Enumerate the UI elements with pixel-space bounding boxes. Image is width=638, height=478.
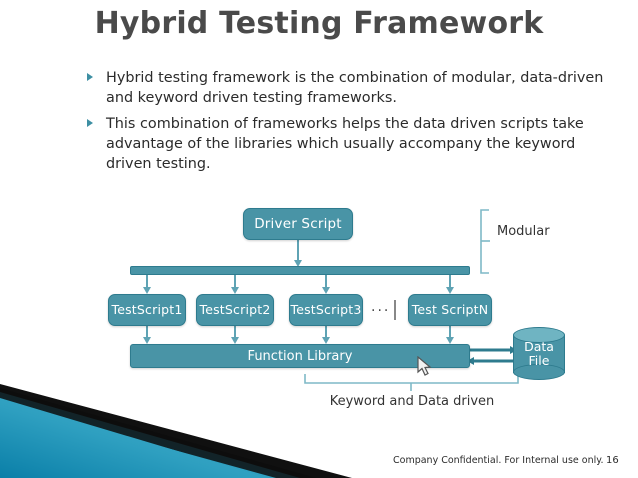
arrow-bullet-icon xyxy=(87,119,93,127)
node-function-library[interactable]: Function Library xyxy=(130,344,470,368)
page-title: Hybrid Testing Framework xyxy=(94,6,544,41)
modular-label: Modular xyxy=(497,224,550,239)
cylinder-top xyxy=(513,327,565,343)
corner-decoration xyxy=(0,384,352,478)
footer-confidential-text: Company Confidential. For Internal use o… xyxy=(393,455,604,466)
distribution-bar xyxy=(130,266,470,275)
list-item: Hybrid testing framework is the combinat… xyxy=(84,68,604,108)
ellipsis-label: ··· xyxy=(371,303,391,319)
page-number: 16 xyxy=(606,455,619,466)
cylinder-bottom xyxy=(513,364,565,380)
bullet-list: Hybrid testing framework is the combinat… xyxy=(84,68,604,180)
bullet-text: This combination of frameworks helps the… xyxy=(106,116,584,172)
node-driver-script[interactable]: Driver Script xyxy=(243,208,353,240)
list-item: This combination of frameworks helps the… xyxy=(84,114,604,174)
bullet-text: Hybrid testing framework is the combinat… xyxy=(106,70,604,106)
mouse-cursor-icon xyxy=(417,356,432,376)
keyword-data-driven-label: Keyword and Data driven xyxy=(329,394,495,409)
arrow-bullet-icon xyxy=(87,73,93,81)
